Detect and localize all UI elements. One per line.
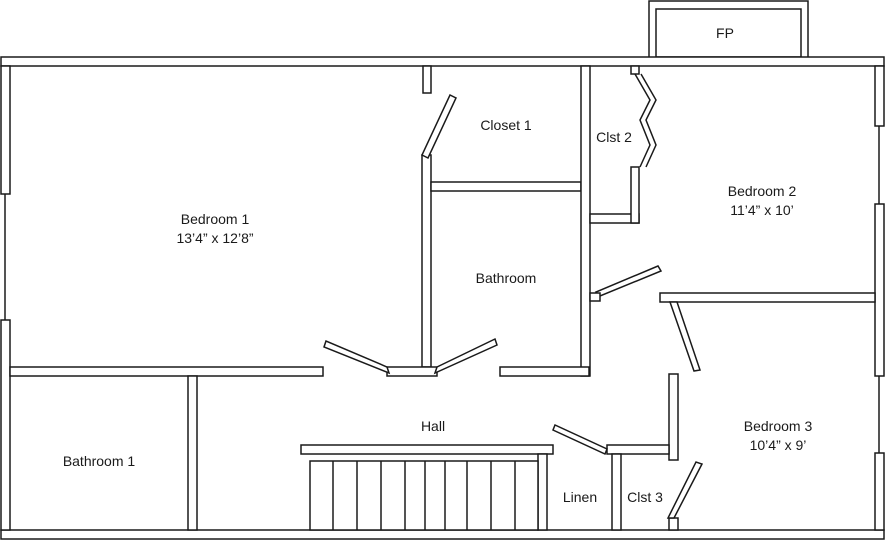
clst2-bifold-door[interactable] xyxy=(634,73,651,168)
room-label-bedroom2: Bedroom 2 xyxy=(727,183,797,199)
left-wall-lower xyxy=(0,319,11,531)
clst3-left-wall xyxy=(611,453,622,531)
bottom-exterior-wall xyxy=(0,529,885,540)
right-wall-3 xyxy=(874,452,885,531)
bedroom1-door[interactable] xyxy=(323,339,391,375)
bedroom1-bottom-wall xyxy=(9,366,324,377)
room-label-clst3: Clst 3 xyxy=(627,489,663,505)
room-label-bathroom: Bathroom xyxy=(475,270,537,286)
room-label-fp: FP xyxy=(716,25,734,41)
room-label-bedroom3: Bedroom 3 xyxy=(743,418,813,434)
bedroom1-wall-stub xyxy=(422,65,432,94)
fireplace xyxy=(648,0,809,59)
room-size-bedroom2: 11’4” x 10’ xyxy=(730,202,794,218)
stair-top-wall xyxy=(300,444,554,455)
right-wall-1 xyxy=(874,65,885,127)
room-label-clst2: Clst 2 xyxy=(596,129,632,145)
stairs xyxy=(309,460,539,531)
bedroom2-door[interactable] xyxy=(594,265,663,297)
room-size-bedroom3: 10’4” x 9’ xyxy=(749,437,807,453)
closet-divider-wall xyxy=(580,65,591,377)
bathroom-left-wall xyxy=(421,154,432,368)
bedroom3-lower-door[interactable] xyxy=(666,461,704,519)
clst3-top-wall xyxy=(606,444,670,455)
bathroom1-right-wall xyxy=(187,375,198,531)
clst2-right-stub xyxy=(630,166,640,224)
left-wall-upper xyxy=(0,65,11,195)
right-wall-2 xyxy=(874,203,885,377)
room-size-bedroom1: 13’4” x 12’8” xyxy=(176,230,254,246)
bathroom-bottom-wall-right xyxy=(499,366,590,377)
room-label-linen: Linen xyxy=(562,489,598,505)
closet1-bottom-wall xyxy=(430,181,582,192)
closet1-door[interactable] xyxy=(421,93,457,160)
bedroom3-left-wall-lower xyxy=(668,517,679,531)
bedroom3-left-wall-upper xyxy=(668,373,679,461)
bedroom3-upper-door[interactable] xyxy=(668,301,701,372)
top-exterior-wall xyxy=(0,56,885,67)
linen-left-wall xyxy=(537,453,548,531)
clst2-top-stub xyxy=(630,65,640,75)
room-label-closet1: Closet 1 xyxy=(480,117,532,133)
room-label-bedroom1: Bedroom 1 xyxy=(180,211,250,227)
bathroom-bottom-wall-left xyxy=(386,366,438,377)
clst3-door[interactable] xyxy=(552,423,608,456)
room-label-bathroom1: Bathroom 1 xyxy=(62,453,136,469)
bathroom-door[interactable] xyxy=(433,337,498,375)
bedroom2-bottom-wall xyxy=(659,292,876,303)
room-label-hall: Hall xyxy=(420,418,446,434)
